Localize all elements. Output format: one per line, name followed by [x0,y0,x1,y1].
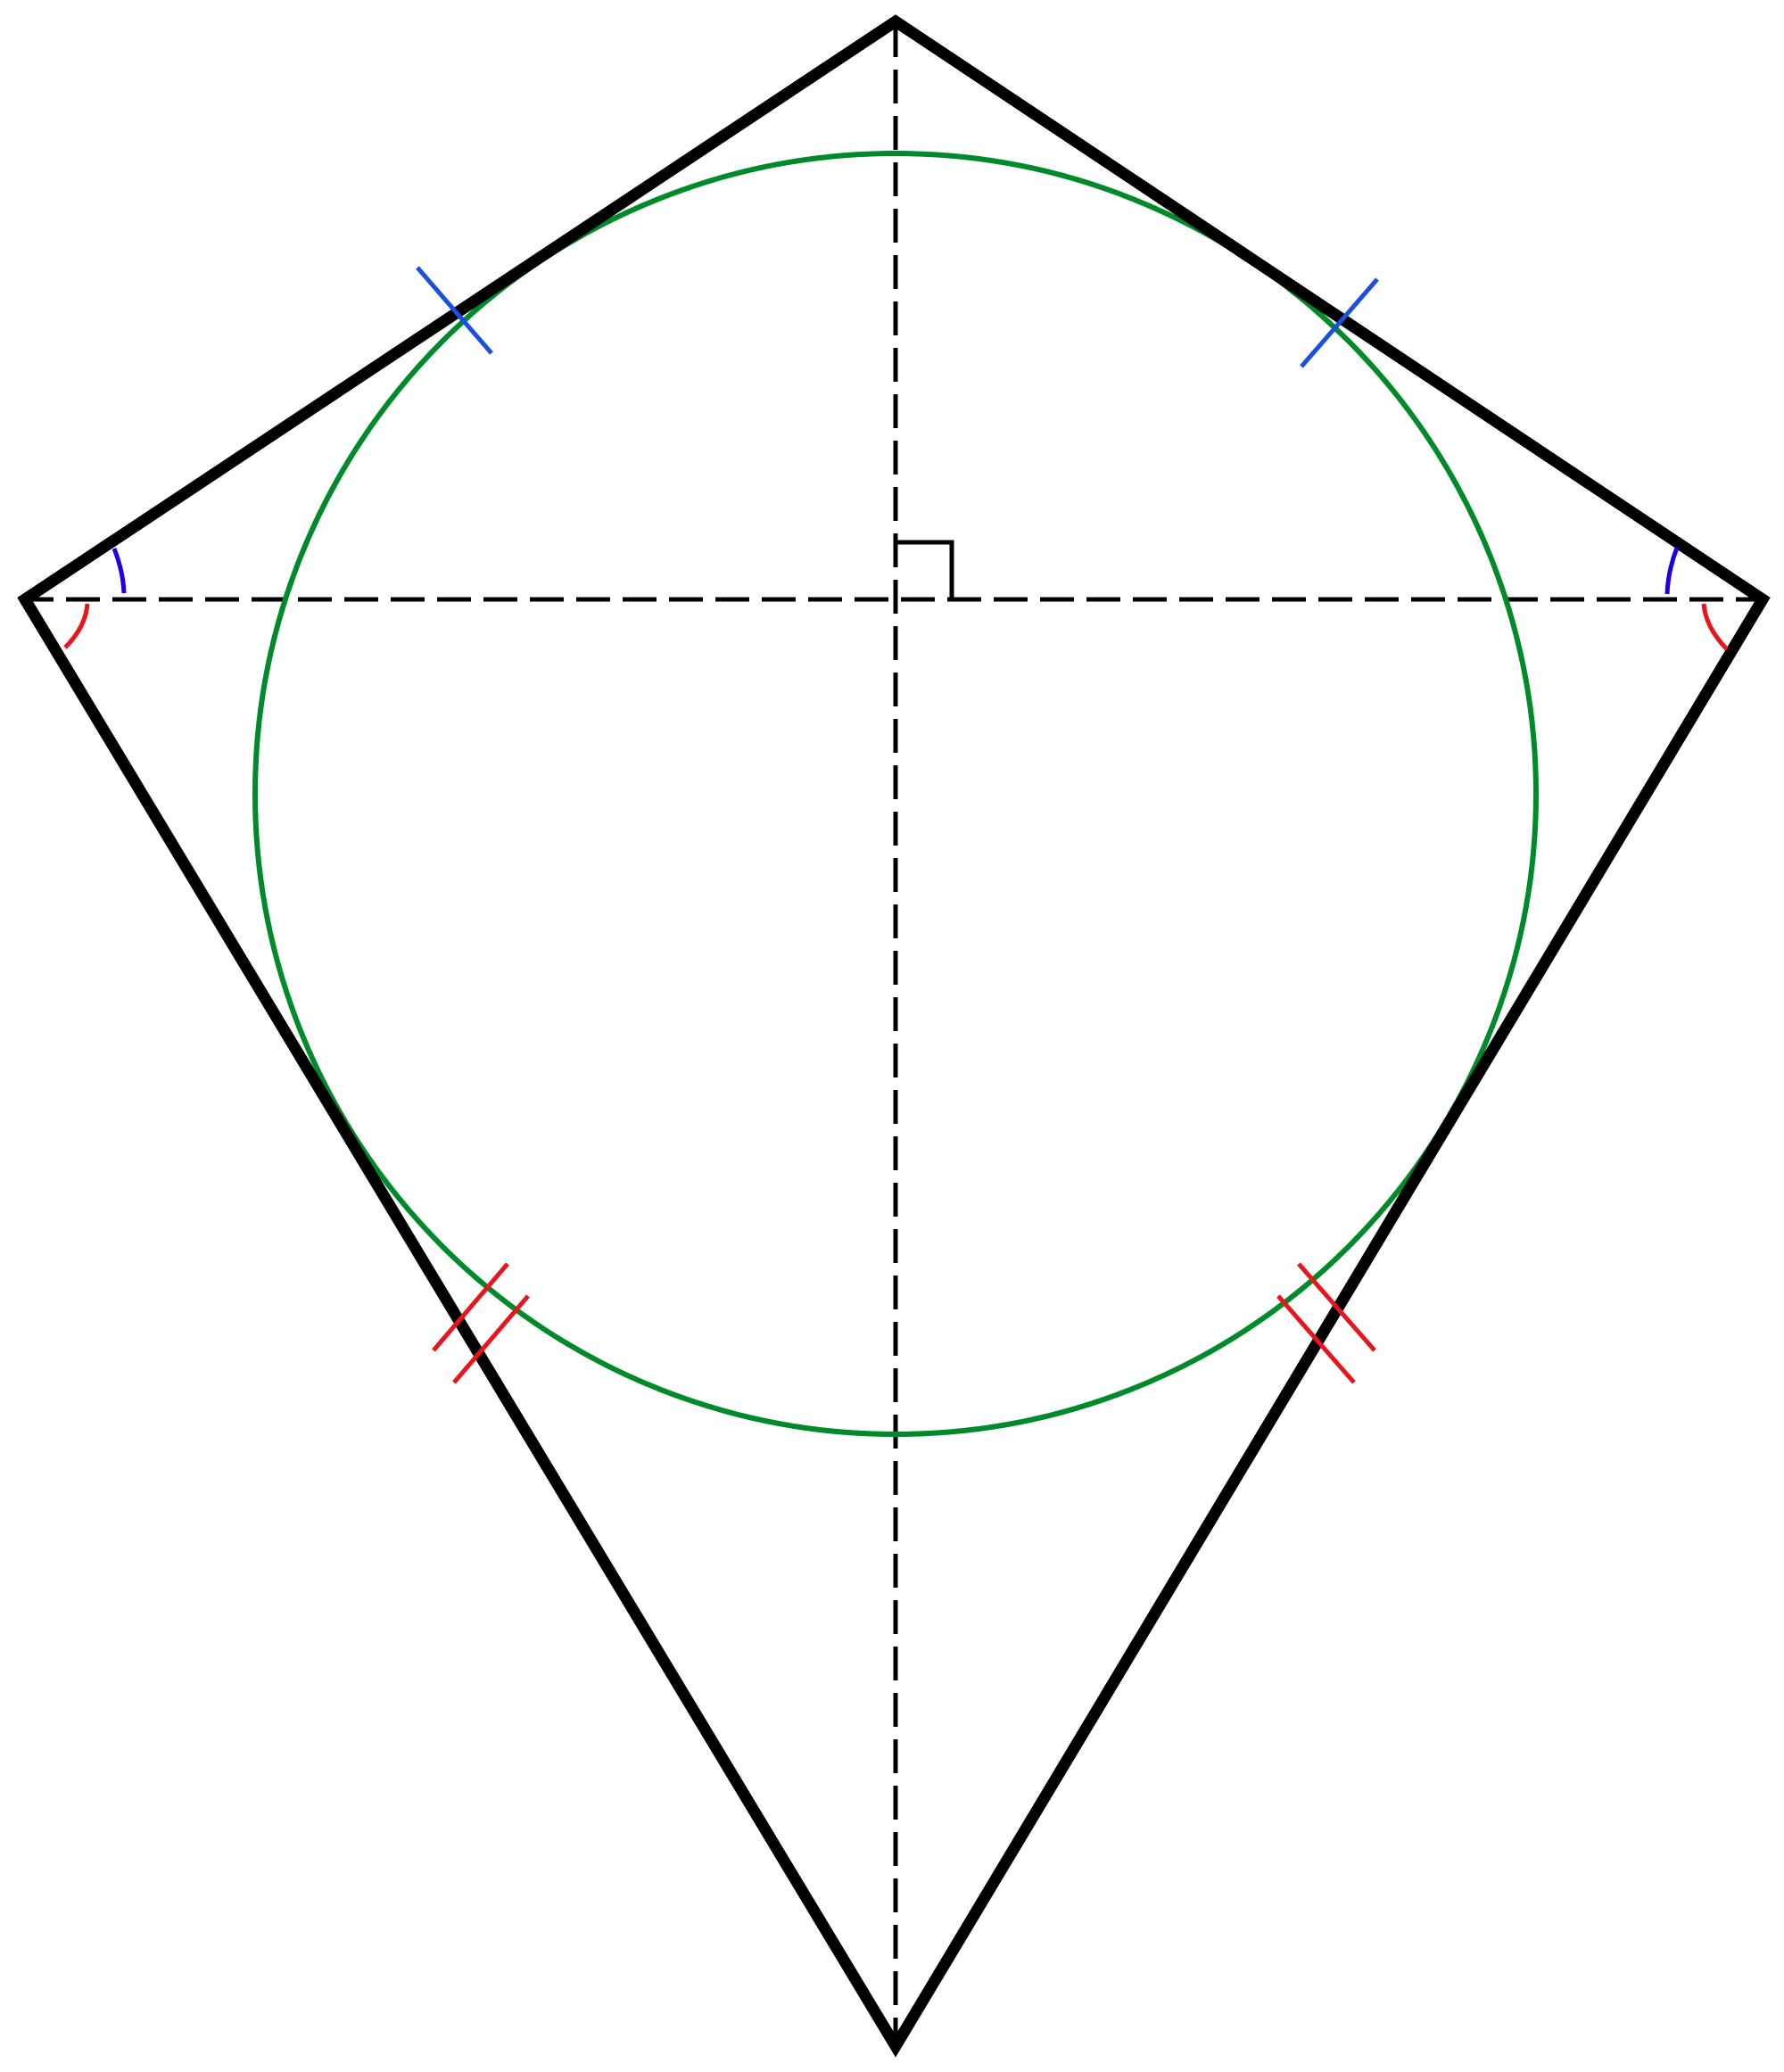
tick-lower-left-2 [452,1294,530,1384]
tick-upper-left [416,266,493,355]
tick-lower-right-1 [1297,1262,1376,1352]
tick-lower-left-1 [432,1262,509,1352]
kite-outline [17,14,1771,2058]
right-angle-marker [896,540,954,599]
incircle [252,151,1539,1437]
angle-arc-lower-left [63,603,90,649]
tick-lower-right-2 [1276,1294,1356,1384]
angle-arc-lower-right [1701,603,1729,651]
angle-arc-upper-left [112,548,127,594]
angle-arc-upper-right [1664,547,1680,595]
tick-upper-right [1300,277,1379,368]
